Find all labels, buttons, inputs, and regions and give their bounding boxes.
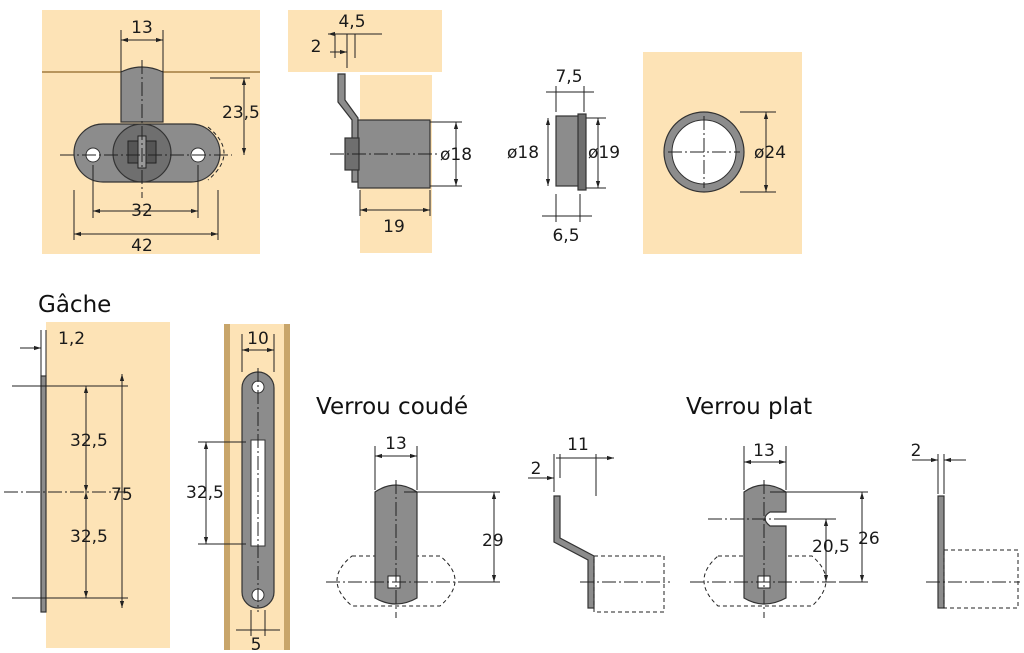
verrou-coude-side: 11 2	[528, 435, 670, 613]
dim-bushing-top: 7,5	[555, 67, 582, 87]
dim-plat-width: 13	[753, 441, 775, 461]
verrou-coude-title: Verrou coudé	[316, 394, 468, 420]
dim-height: 23,5	[222, 103, 260, 123]
verrou-plat-side: 2	[911, 441, 1020, 609]
bushing-view: 7,5 ø18 ø19 6,5	[507, 67, 620, 246]
dim-bushing-bottom: 6,5	[552, 226, 579, 246]
dim-coude-height: 29	[482, 531, 504, 551]
wood-gache	[46, 322, 170, 648]
dim-gache-spacing: 32,5	[186, 483, 224, 503]
dim-bushing-inner: ø18	[507, 143, 539, 163]
dim-gache-total: 75	[111, 485, 133, 505]
dim-plat-height: 26	[858, 529, 880, 549]
dim-bushing-outer: ø19	[588, 143, 620, 163]
dim-hole-diameter: ø24	[754, 143, 786, 163]
hole-view: ø24	[643, 52, 802, 254]
gache-front-view: 10 32,5 5	[186, 324, 290, 653]
gache-side-view: 1,2 32,5 32,5 75	[4, 322, 170, 648]
dim-coude-width: 13	[385, 434, 407, 454]
dim-cam-offset: 4,5	[338, 12, 365, 32]
lock-side-view: 4,5 2 ø18 19	[288, 10, 472, 253]
strike-plate-side	[40, 375, 47, 613]
dim-plat-thickness: 2	[911, 441, 922, 461]
dim-plat-notch: 20,5	[812, 537, 850, 557]
dim-gache-width: 10	[247, 329, 269, 349]
dim-diameter: ø18	[440, 145, 472, 165]
dim-gache-slot: 5	[251, 635, 262, 653]
bent-bolt-side	[553, 495, 595, 609]
verrou-plat-front: 13 20,5 26	[690, 441, 880, 618]
gache-title: Gâche	[38, 292, 111, 318]
verrou-plat-title: Verrou plat	[686, 394, 812, 420]
dim-cam-thickness: 2	[311, 37, 322, 57]
dim-coude-offset: 11	[567, 435, 589, 455]
wood-top	[288, 10, 442, 72]
dim-depth: 19	[383, 217, 405, 237]
dim-gache-lower: 32,5	[70, 527, 108, 547]
dim-hole-spacing: 32	[131, 201, 153, 221]
flat-bolt-side	[937, 495, 945, 609]
dim-total: 42	[131, 236, 153, 256]
dim-gache-thickness: 1,2	[58, 329, 85, 349]
dim-width: 13	[131, 18, 153, 38]
dim-coude-thickness: 2	[531, 459, 542, 479]
bent-bolt	[374, 484, 418, 605]
lock-front-view: 13 23,5 32 42	[42, 10, 260, 256]
dim-gache-upper: 32,5	[70, 431, 108, 451]
verrou-coude-front: 13 29	[326, 434, 504, 618]
